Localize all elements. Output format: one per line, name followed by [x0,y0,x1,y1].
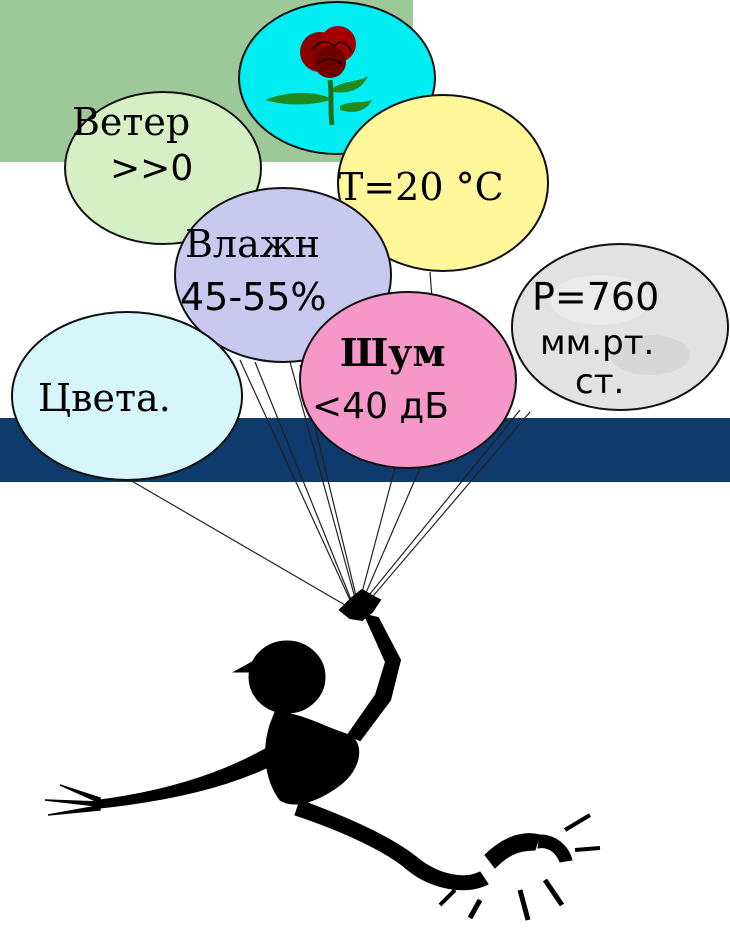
balloon-noise: Шум <40 дБ [299,291,517,469]
wind-label: Ветер [72,100,190,144]
pressure-value: P=760 [532,275,659,319]
humidity-value: 45-55% [180,275,327,319]
string-colors-2 [239,359,351,601]
string-humidity [254,361,353,603]
running-man-silhouette-icon [44,588,601,921]
balloon-temperature: T=20 °C [337,94,549,272]
string-pressure-2 [367,411,531,603]
balloon-pressure: P=760 мм.рт. ст. [511,243,729,411]
string-humidity-2 [289,361,356,599]
string-noise [359,467,396,601]
rose-icon [265,26,372,126]
noise-value: <40 дБ [312,386,449,427]
string-colors [129,479,346,606]
string-pressure [364,409,521,601]
colors-label: Цвета. [38,376,171,420]
balloon-colors: Цвета. [11,311,243,481]
noise-label: Шум [340,330,446,375]
pressure-unit-line2: ст. [575,362,624,402]
string-noise-2 [361,467,421,603]
pressure-unit-line1: мм.рт. [540,323,654,363]
wind-value: >>0 [110,148,193,189]
balloon-wind: Ветер >>0 [64,91,262,245]
temperature-value: T=20 °C [338,165,504,209]
humidity-label: Влажн [185,222,320,266]
